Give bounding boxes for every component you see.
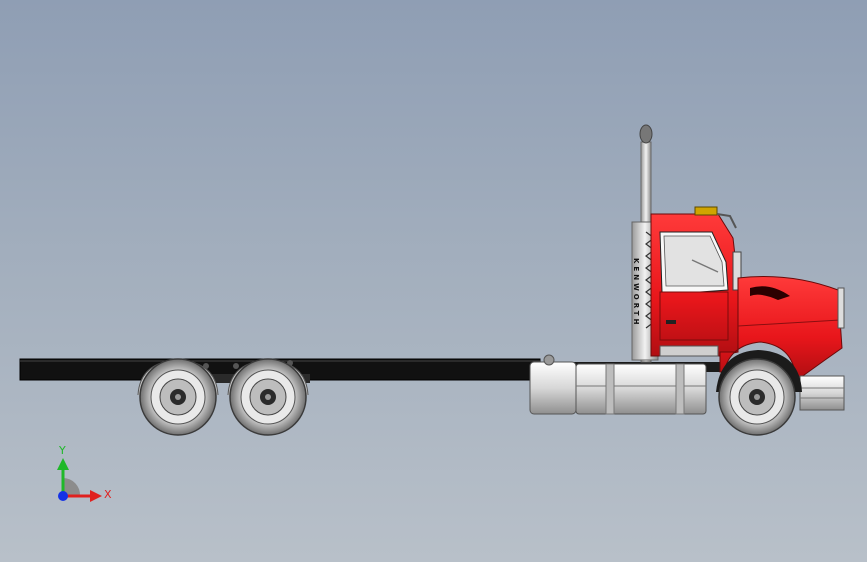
triad-x-arrow (90, 490, 102, 502)
triad-y-arrow (57, 458, 69, 470)
fuel-tank[interactable] (529, 354, 707, 415)
truck-cab[interactable] (650, 206, 742, 357)
front-wheel[interactable] (716, 350, 802, 436)
rear-wheel-1[interactable] (137, 358, 219, 436)
brand-text: KENWORTH (632, 258, 640, 327)
rear-wheel-2[interactable] (227, 358, 309, 436)
front-bumper[interactable] (799, 375, 845, 411)
triad-x-label: X (104, 488, 112, 501)
triad-z-axis (58, 491, 68, 501)
truck-hood[interactable] (719, 276, 845, 379)
coordinate-triad[interactable]: Y X (57, 444, 112, 502)
triad-y-label: Y (58, 444, 66, 457)
